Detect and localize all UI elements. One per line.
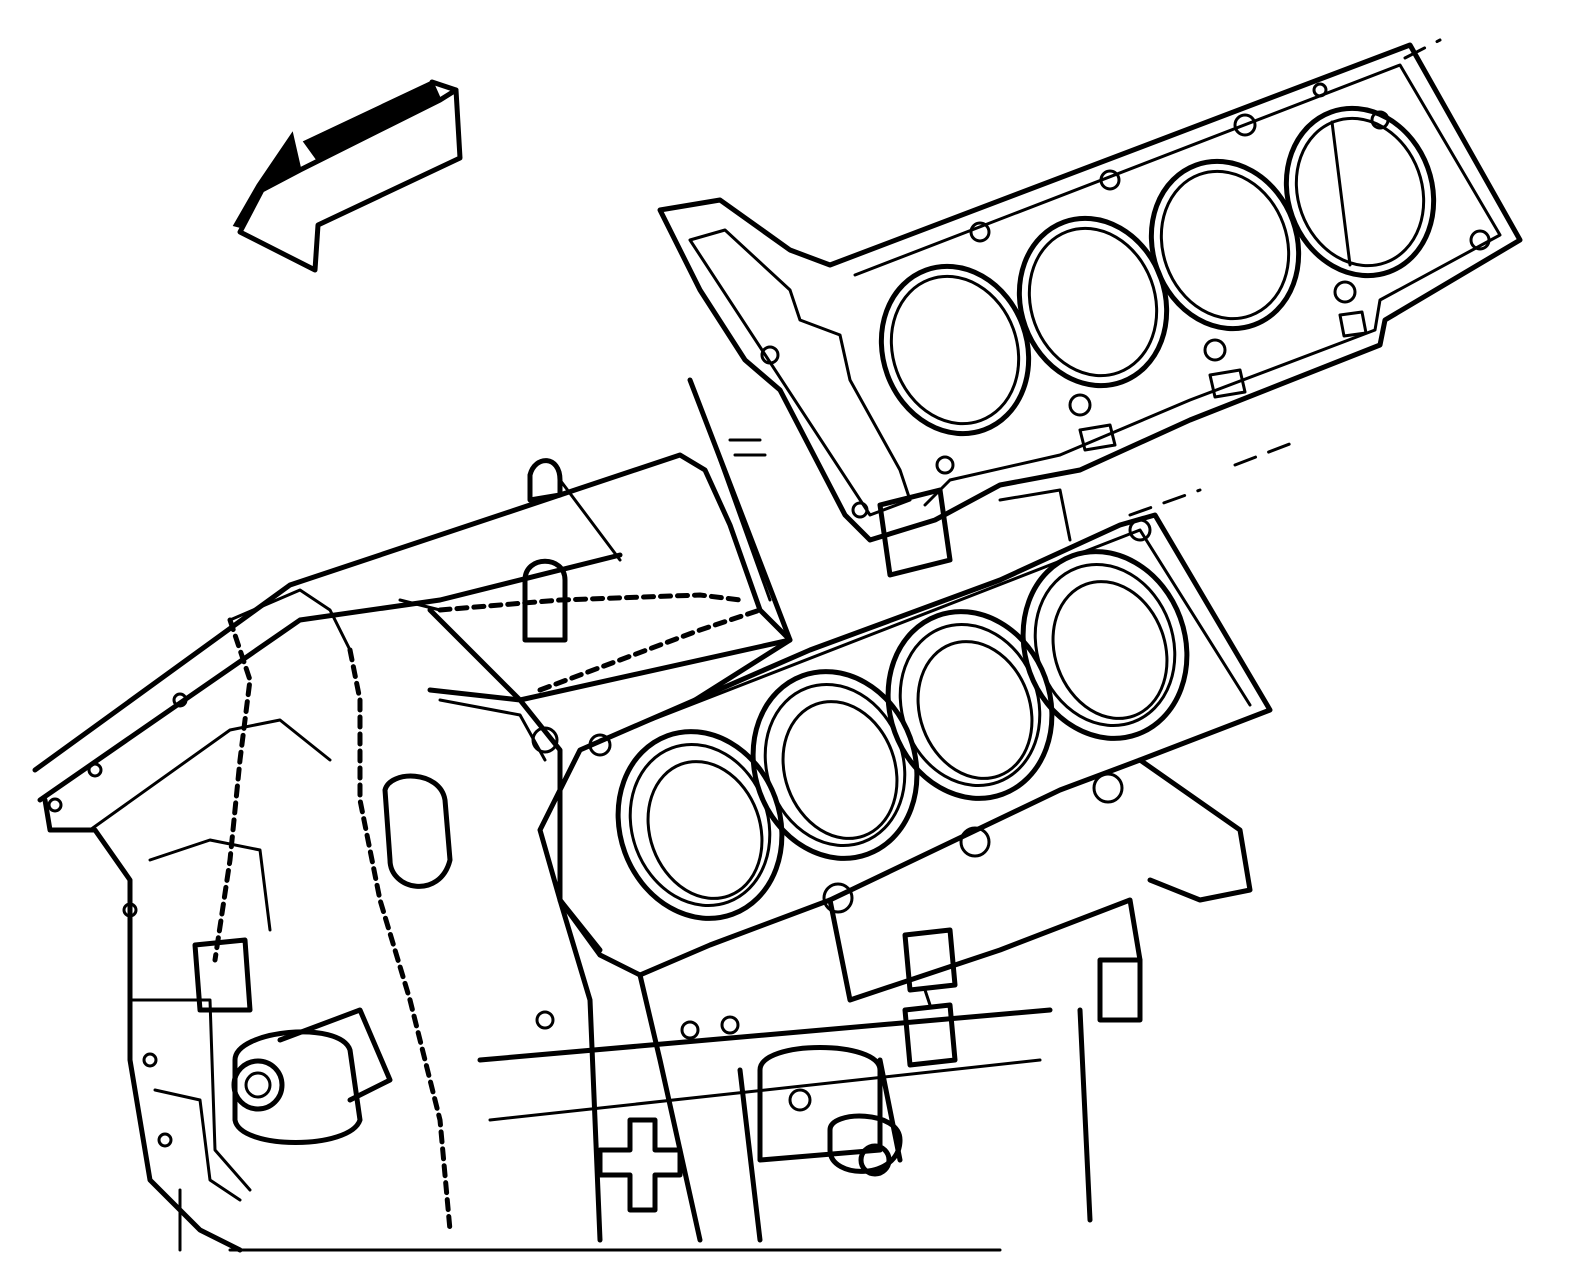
gasket-bolt-holes (760, 82, 1491, 519)
block-bolt-holes (588, 518, 1152, 914)
engine-block (32, 377, 1273, 1253)
alignment-guides (1128, 38, 1442, 517)
gasket-bore (1283, 105, 1437, 279)
direction-arrow-icon (232, 79, 463, 273)
block-bore (1020, 549, 1190, 741)
cylinder-head-gasket (657, 42, 1523, 543)
